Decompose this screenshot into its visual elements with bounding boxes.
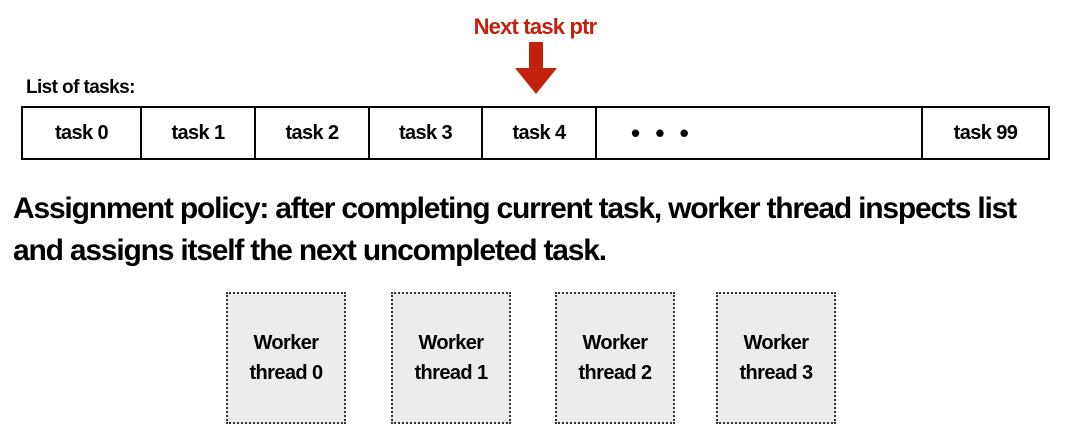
task-list: task 0 task 1 task 2 task 3 task 4 • • •…	[21, 106, 1050, 160]
worker-thread-0: Worker thread 0	[226, 292, 346, 424]
worker-thread-3-line1: Worker	[743, 332, 810, 354]
policy-line-2: and assigns itself the next uncompleted …	[13, 234, 607, 267]
next-task-pointer-arrow	[515, 42, 557, 94]
worker-thread-1-line1: Worker	[418, 332, 485, 354]
task-cell-4: task 4	[483, 108, 597, 158]
worker-thread-0-line2: thread 0	[249, 362, 323, 384]
worker-thread-3-line2: thread 3	[739, 362, 813, 384]
task-cell-2: task 2	[256, 108, 370, 158]
task-cell-ellipsis: • • •	[597, 108, 923, 158]
assignment-policy-text: Assignment policy: after completing curr…	[13, 188, 1073, 272]
next-task-pointer-label: Next task ptr	[473, 14, 598, 39]
down-arrow-icon	[515, 42, 557, 94]
task-cell-0: task 0	[23, 108, 142, 158]
task-cell-3: task 3	[370, 108, 483, 158]
worker-threads: Worker thread 0 Worker thread 1 Worker t…	[0, 292, 1085, 428]
worker-thread-1-line2: thread 1	[414, 362, 488, 384]
task-cell-99: task 99	[953, 121, 1018, 144]
task-cell-1: task 1	[142, 108, 256, 158]
worker-thread-2: Worker thread 2	[555, 292, 675, 424]
task-list-label: List of tasks:	[26, 77, 135, 98]
worker-thread-1: Worker thread 1	[391, 292, 511, 424]
worker-thread-0-line1: Worker	[253, 332, 320, 354]
worker-thread-2-line1: Worker	[582, 332, 649, 354]
worker-thread-3: Worker thread 3	[716, 292, 836, 424]
policy-line-1: Assignment policy: after completing curr…	[13, 192, 1017, 225]
worker-thread-2-line2: thread 2	[578, 362, 652, 384]
